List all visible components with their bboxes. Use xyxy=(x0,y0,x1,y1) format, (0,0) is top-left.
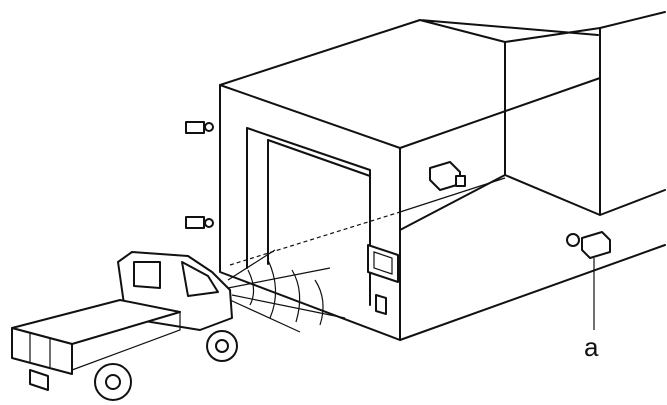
beam-arc-4 xyxy=(314,279,324,326)
sensor-lens-icon xyxy=(204,218,214,228)
sensor-icon xyxy=(185,121,205,134)
camera-lens-icon xyxy=(566,233,580,247)
camera-front-wall xyxy=(429,161,466,191)
display-panel-icon xyxy=(367,244,399,283)
truck xyxy=(11,251,238,401)
callout-label-a: a xyxy=(584,332,599,362)
control-panel xyxy=(367,244,399,315)
truck-cargo-rails xyxy=(29,311,181,371)
sensor-lens-icon xyxy=(204,122,214,132)
camera-side-wall: a xyxy=(566,231,611,362)
building-rear-edge xyxy=(504,39,666,216)
truck-front-wheel xyxy=(206,330,238,362)
switch-icon xyxy=(375,294,387,315)
sight-line xyxy=(229,211,401,266)
truck-window xyxy=(133,261,161,289)
camera-lens-icon xyxy=(455,175,466,187)
truck-cargo-side xyxy=(11,327,73,375)
garage-door-inner xyxy=(267,139,371,177)
building-roof xyxy=(219,19,601,86)
beam-arc-3 xyxy=(291,269,301,323)
truck-windshield xyxy=(181,261,219,297)
detection-beam-icon xyxy=(227,249,346,333)
sensor-upper xyxy=(185,121,214,134)
sight-line-ext xyxy=(399,177,506,213)
sensor-icon xyxy=(185,216,205,229)
camera-icon xyxy=(581,231,611,259)
truck-bumper xyxy=(29,369,49,391)
building xyxy=(219,11,666,341)
display-screen xyxy=(373,251,393,275)
truck-rear-wheel xyxy=(94,363,132,401)
detection-beams xyxy=(227,249,346,333)
beam-arc-1 xyxy=(247,269,255,306)
sensor-lower xyxy=(185,216,214,229)
beam-arc-2 xyxy=(267,259,277,319)
